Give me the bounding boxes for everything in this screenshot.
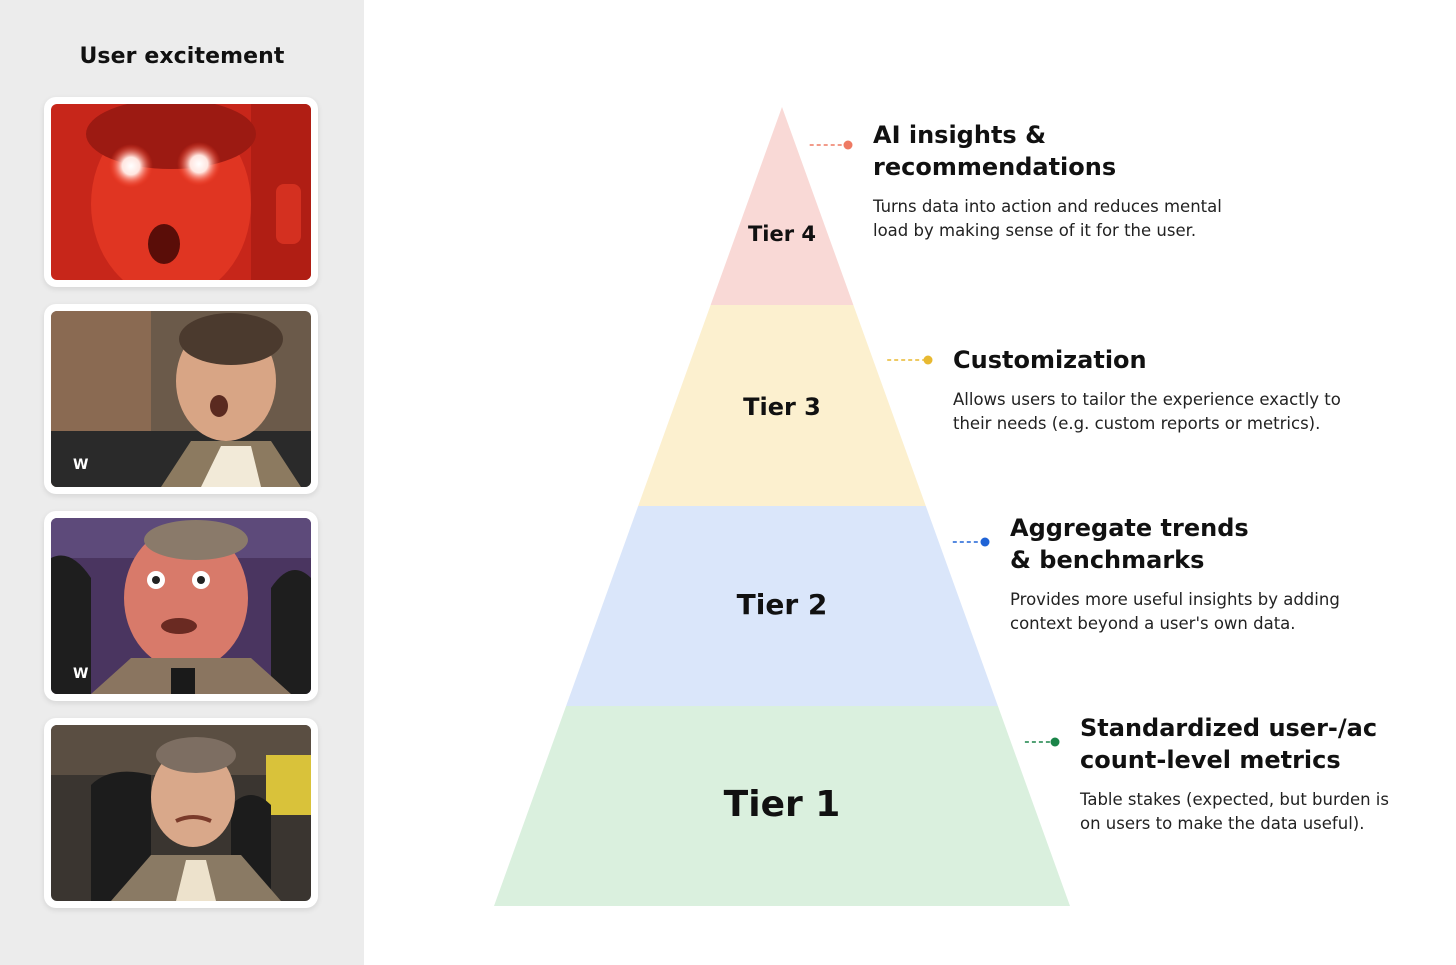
reaction-card-4 [44,718,318,908]
tier-2-label: Tier 2 [737,588,828,621]
svg-text:W: W [73,457,88,473]
red-glowing-eyes-reaction-icon [51,104,311,280]
tier-2-description: Provides more useful insights by adding … [1010,590,1340,633]
side-panel: User excitement [0,0,364,965]
tier-1-heading: Standardized user-/account-level metrics [1080,714,1378,774]
tier-4-label: Tier 4 [748,222,816,246]
tier-3-annotation: Customization Allows users to tailor the… [953,344,1353,436]
tier-4-connector-dot [843,140,853,150]
tier-1-annotation: Standardized user-/account-level metrics… [1080,712,1420,836]
tier-1-label: Tier 1 [724,784,841,825]
tier-1-band [494,706,1070,906]
tier-3-connector-dot [923,355,933,365]
tier-4-annotation: AI insights & recommendations Turns data… [873,119,1253,243]
tier-1-description: Table stakes (expected, but burden is on… [1080,790,1389,833]
tier-3-heading: Customization [953,346,1147,374]
tier-3-band [638,305,926,506]
shocked-reaction-icon: W [51,518,311,694]
tier-2-annotation: Aggregate trends & benchmarks Provides m… [1010,512,1370,636]
svg-text:W: W [73,666,88,682]
tier-2-band [566,506,998,706]
unimpressed-reaction-icon [51,725,311,901]
tier-4-heading: AI insights & recommendations [873,121,1117,181]
reaction-card-2: W [44,304,318,494]
side-panel-title: User excitement [79,44,285,69]
tier-1-connector-dot [1050,737,1060,747]
tier-2-connector-dot [980,537,990,547]
reaction-card-1 [44,97,318,287]
excited-reaction-icon: W [51,311,311,487]
tier-4-band [710,107,854,305]
tier-4-description: Turns data into action and reduces menta… [873,197,1222,240]
reaction-card-3: W [44,511,318,701]
tier-3-label: Tier 3 [743,393,821,421]
tier-3-description: Allows users to tailor the experience ex… [953,390,1341,433]
tier-2-heading: Aggregate trends & benchmarks [1010,514,1249,574]
